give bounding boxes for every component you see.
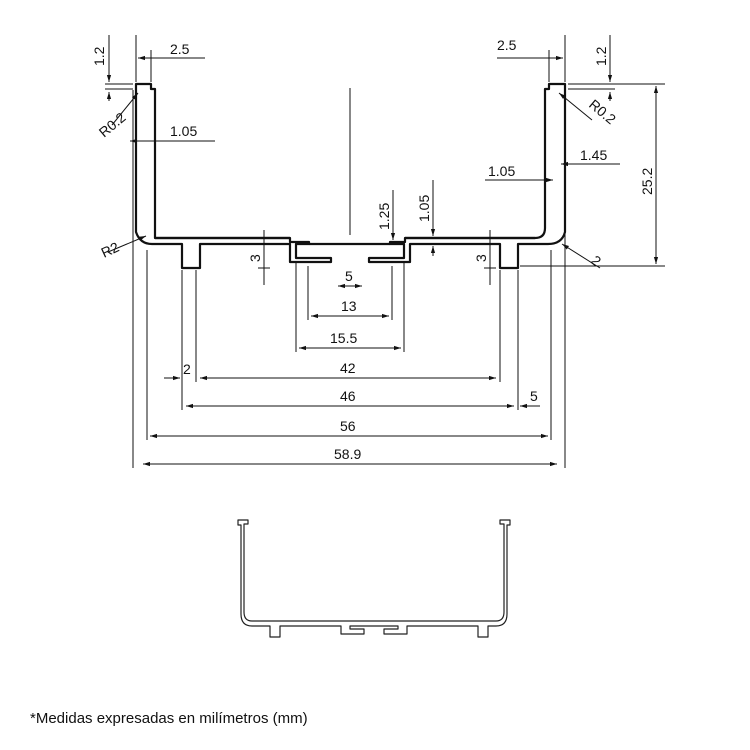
dim-slot-depth: 1.25 [376,203,392,230]
dim-flange-thickness-right: 1.2 [593,46,609,66]
dim-foot-inner: 42 [340,360,356,376]
dim-foot-outer: 46 [340,388,356,404]
dim-radius-top-right: R0.2 [586,96,619,127]
dim-foot-height-right: 3 [473,254,489,262]
dim-flange-width-right: 2.5 [497,37,517,53]
dim-wall-left: 1.05 [170,123,197,139]
dim-height-total: 25.2 [639,168,655,195]
dim-wall-right-outer: 1.45 [580,147,607,163]
dim-outer-width: 58.9 [334,446,361,462]
dim-base-thickness: 1.05 [416,195,432,222]
dim-radius-top-left: R0.2 [96,109,129,140]
dim-flange-thickness-left: 1.2 [91,46,107,66]
extension-lines [132,35,665,468]
dimension-lines [105,35,659,467]
units-footnote: *Medidas expresadas en milímetros (mm) [30,710,308,727]
dimension-labels: 2.5 2.5 1.2 1.2 R0.2 R0.2 1.05 1.05 1.45… [91,37,655,462]
dim-foot-offset-right: 5 [530,388,538,404]
dim-slot-outer: 15.5 [330,330,357,346]
profile-outline-view [237,519,511,638]
dim-radius-bottom-left: R2 [99,239,122,261]
dim-flange-width-left: 2.5 [170,41,190,57]
dim-slot-gap: 5 [345,268,353,284]
profile-outline-right [367,82,567,270]
dim-radius-bottom-right: 2 [588,252,604,269]
dim-foot-width-left: 2 [183,361,191,377]
dim-slot-inner: 13 [341,298,357,314]
dim-wall-right: 1.05 [488,163,515,179]
dim-foot-height-left: 3 [247,254,263,262]
profile-outline [134,82,333,270]
dim-inner-width: 56 [340,418,356,434]
